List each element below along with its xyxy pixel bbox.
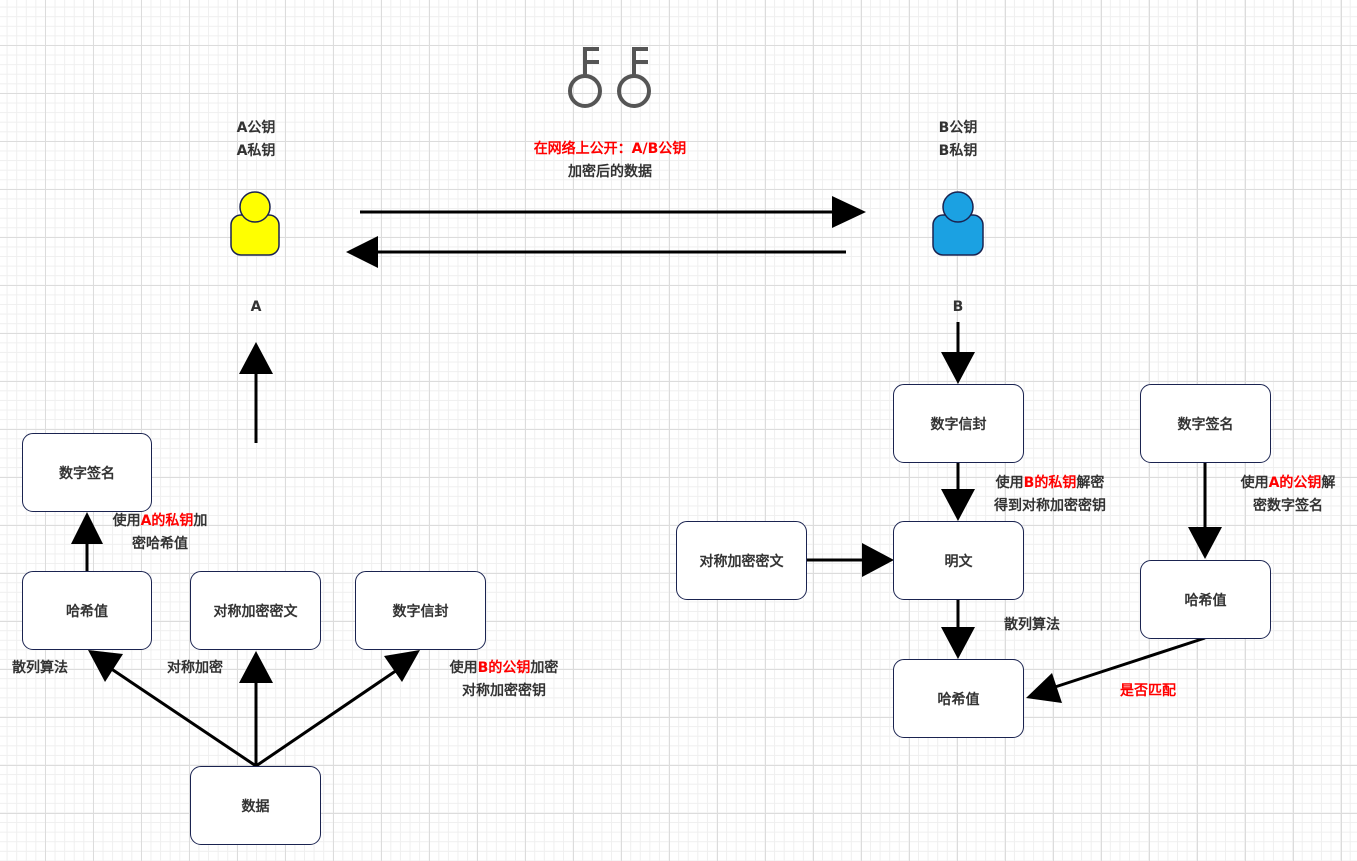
receiver-hash-right-box[interactable]: 哈希值 xyxy=(1140,560,1271,639)
party-b-public-key: B公钥 xyxy=(938,120,978,136)
receiver-hash-result-label: 哈希值 xyxy=(937,691,980,708)
party-a-name: A xyxy=(250,299,262,315)
decrypt-signature-with-a-public-key-label: 使用A的公钥解 密数字签名 xyxy=(1226,472,1350,518)
sender-signature-label: 数字签名 xyxy=(59,465,115,482)
party-b-name: B xyxy=(952,299,964,315)
network-public-keys-text: 在网络上公开：A/B公钥 xyxy=(533,141,687,157)
keys-icon xyxy=(568,47,651,108)
receiver-hash-right-label: 哈希值 xyxy=(1184,592,1227,609)
party-b-private-key: B私钥 xyxy=(938,143,978,159)
receiver-signature-label: 数字签名 xyxy=(1177,416,1234,433)
dec-key-highlight: B的私钥 xyxy=(1023,475,1077,491)
arrow-b-to-a xyxy=(346,236,846,268)
sender-envelope-label: 数字信封 xyxy=(392,603,449,620)
env-key-highlight: B的公钥 xyxy=(477,660,531,676)
sign-line2: 密哈希值 xyxy=(132,536,188,552)
sig-prefix: 使用 xyxy=(1240,475,1269,491)
env-line2: 对称加密密钥 xyxy=(462,683,546,699)
sender-hash-box[interactable]: 哈希值 xyxy=(22,571,152,650)
arrow-compare-hash xyxy=(1026,636,1206,703)
sender-ciphertext-box[interactable]: 对称加密密文 xyxy=(190,571,321,650)
sig-suffix: 解 xyxy=(1321,475,1336,491)
arrow-data-to-ciphertext xyxy=(239,651,273,766)
arrow-data-to-hash xyxy=(88,650,257,768)
arrow-ciphertext-to-plaintext xyxy=(806,543,894,577)
dec-suffix: 解密 xyxy=(1076,475,1105,491)
sender-envelope-box[interactable]: 数字信封 xyxy=(355,571,486,650)
arrow-a-to-b xyxy=(360,196,866,228)
arrow-plaintext-to-hash xyxy=(941,599,975,659)
receiver-signature-box[interactable]: 数字签名 xyxy=(1140,384,1271,463)
sender-ciphertext-label: 对称加密密文 xyxy=(213,603,298,620)
sender-signature-box[interactable]: 数字签名 xyxy=(22,433,152,512)
receiver-plaintext-box[interactable]: 明文 xyxy=(893,521,1024,600)
arrow-hash-to-signature xyxy=(71,512,103,571)
sender-hash-label: 哈希值 xyxy=(66,603,108,620)
receiver-hash-algo-label: 散列算法 xyxy=(1004,617,1060,633)
sign-with-a-private-key-label: 使用A的私钥加 密哈希值 xyxy=(100,510,220,556)
match-check-label: 是否匹配 xyxy=(1120,683,1176,699)
user-icon-b xyxy=(932,191,984,256)
receiver-hash-result-box[interactable]: 哈希值 xyxy=(893,659,1024,738)
envelope-with-b-public-key-label: 使用B的公钥加密 对称加密密钥 xyxy=(424,657,584,703)
dec-line2: 得到对称加密密钥 xyxy=(994,498,1106,514)
sender-sym-encrypt-label: 对称加密 xyxy=(167,660,223,676)
arrow-b-to-envelope xyxy=(941,322,975,384)
party-b-keys: B公钥 B私钥 xyxy=(908,117,1008,163)
arrow-data-to-envelope xyxy=(255,650,420,768)
env-prefix: 使用 xyxy=(449,660,478,676)
receiver-envelope-label: 数字信封 xyxy=(930,416,987,433)
env-suffix: 加密 xyxy=(530,660,559,676)
network-label: 在网络上公开：A/B公钥 加密后的数据 xyxy=(480,138,740,184)
party-a-public-key: A公钥 xyxy=(236,120,276,136)
sign-suffix: 加 xyxy=(193,513,208,529)
sig-key-highlight: A的公钥 xyxy=(1268,475,1322,491)
arrow-envelope-to-plaintext xyxy=(941,463,975,521)
network-encrypted-data-text: 加密后的数据 xyxy=(568,164,652,180)
user-icon-a xyxy=(230,191,280,256)
sender-data-box[interactable]: 数据 xyxy=(190,766,321,845)
arrow-signature-to-hash xyxy=(1188,463,1222,559)
sig-line2: 密数字签名 xyxy=(1253,498,1323,514)
sign-prefix: 使用 xyxy=(112,513,141,529)
dec-prefix: 使用 xyxy=(995,475,1024,491)
sign-key-highlight: A的私钥 xyxy=(140,513,194,529)
sender-data-label: 数据 xyxy=(241,798,270,815)
receiver-envelope-box[interactable]: 数字信封 xyxy=(893,384,1024,463)
sender-hash-algo-label: 散列算法 xyxy=(12,660,68,676)
decrypt-with-b-private-key-label: 使用B的私钥解密 得到对称加密密钥 xyxy=(978,472,1122,518)
receiver-plaintext-label: 明文 xyxy=(944,553,973,570)
party-a-keys: A公钥 A私钥 xyxy=(206,117,306,163)
party-a-private-key: A私钥 xyxy=(236,143,276,159)
arrow-to-party-a xyxy=(239,342,273,443)
receiver-ciphertext-box[interactable]: 对称加密密文 xyxy=(676,521,807,600)
receiver-ciphertext-label: 对称加密密文 xyxy=(699,553,784,570)
